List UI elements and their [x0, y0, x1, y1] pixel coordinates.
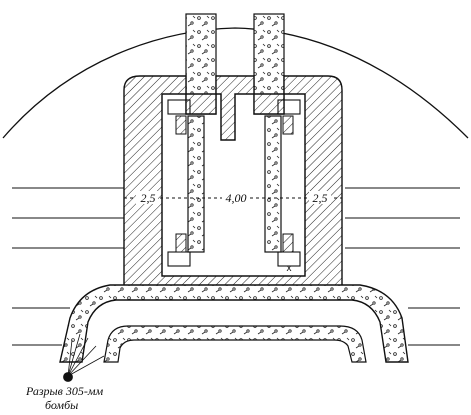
- earth-mound: [2, 27, 469, 139]
- dimension-right-label: 2,5: [313, 191, 328, 205]
- caption-line-2: бомбы: [45, 398, 78, 412]
- marker-x-label: x: [287, 263, 292, 274]
- ground-layers: [12, 187, 460, 346]
- dimension-center-label: 4,00: [226, 191, 247, 205]
- inner-chamber: [161, 93, 306, 277]
- concrete-casemate: [123, 75, 343, 287]
- explosion-point-icon: [63, 372, 73, 382]
- protective-arch: [59, 284, 409, 363]
- dimension-left-label: 2,5: [141, 191, 156, 205]
- inner-wall-panels: [175, 115, 294, 253]
- lower-arch: [103, 325, 367, 363]
- bomb-burst: [63, 333, 105, 382]
- caption-line-1: Разрыв 305-мм: [25, 384, 104, 398]
- dimension-labels: 2,5 4,00 2,5: [136, 191, 331, 205]
